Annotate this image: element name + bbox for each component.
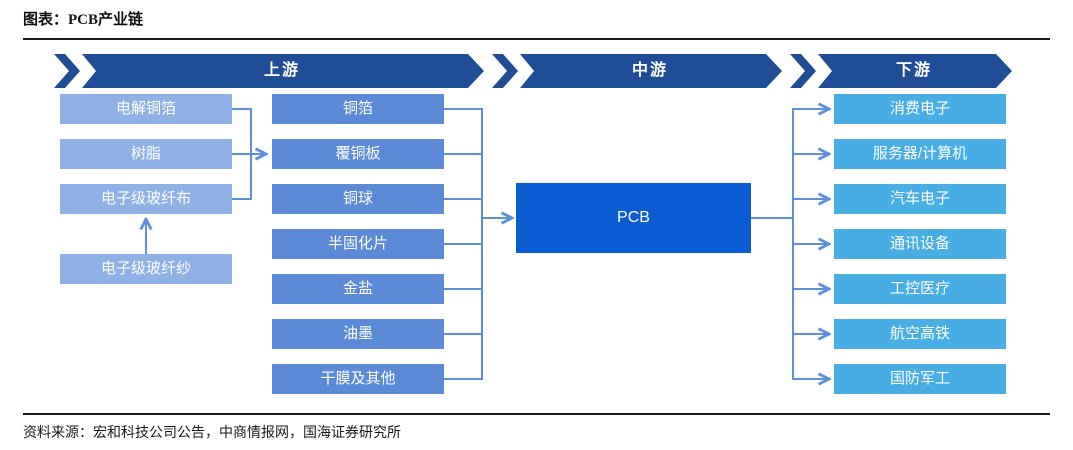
materials-collector-connector (444, 108, 512, 380)
upstream-material-box-copper-ball: 铜球 (272, 184, 444, 214)
midstream-banner-chevron-icon (492, 54, 518, 88)
upstream-banner-label: 上游 (263, 62, 300, 79)
downstream-box-industrial-medical: 工控医疗 (834, 274, 1006, 304)
downstream-box-consumer-electronics: 消费电子 (834, 94, 1006, 124)
top-rule (23, 38, 1050, 40)
bottom-rule (23, 413, 1050, 415)
upstream-material-box-copper-foil: 铜箔 (272, 94, 444, 124)
midstream-banner-label: 中游 (631, 62, 668, 79)
upstream-material-box-gold-salt: 金盐 (272, 274, 444, 304)
upstream-input-box-electrolytic-copper-foil: 电解铜箔 (60, 94, 232, 124)
upstream-material-box-dry-film-others: 干膜及其他 (272, 364, 444, 394)
upstream-input-box-glass-fiber-yarn: 电子级玻纤纱 (60, 254, 232, 284)
downstream-box-automotive-electronics: 汽车电子 (834, 184, 1006, 214)
downstream-box-communication-equipment: 通讯设备 (834, 229, 1006, 259)
downstream-box-server-computer: 服务器/计算机 (834, 139, 1006, 169)
upstream-input-box-resin: 树脂 (60, 139, 232, 169)
upstream-banner-chevron-icon (54, 54, 80, 88)
upstream-bracket-connector (232, 108, 266, 200)
downstream-banner-label: 下游 (895, 62, 932, 79)
source-note: 资料来源：宏和科技公司公告，中商情报网，国海证券研究所 (23, 424, 401, 440)
upstream-input-box-glass-fiber-cloth: 电子级玻纤布 (60, 184, 232, 214)
downstream-distributor-connector (751, 108, 829, 380)
downstream-banner-chevron-icon (790, 54, 816, 88)
upstream-material-box-ink: 油墨 (272, 319, 444, 349)
downstream-box-defense-military: 国防军工 (834, 364, 1006, 394)
midstream-pcb-box: PCB (516, 183, 751, 253)
downstream-box-aviation-rail: 航空高铁 (834, 319, 1006, 349)
upstream-material-box-ccl: 覆铜板 (272, 139, 444, 169)
figure-title: 图表：PCB产业链 (23, 12, 144, 28)
upstream-material-box-prepreg: 半固化片 (272, 229, 444, 259)
